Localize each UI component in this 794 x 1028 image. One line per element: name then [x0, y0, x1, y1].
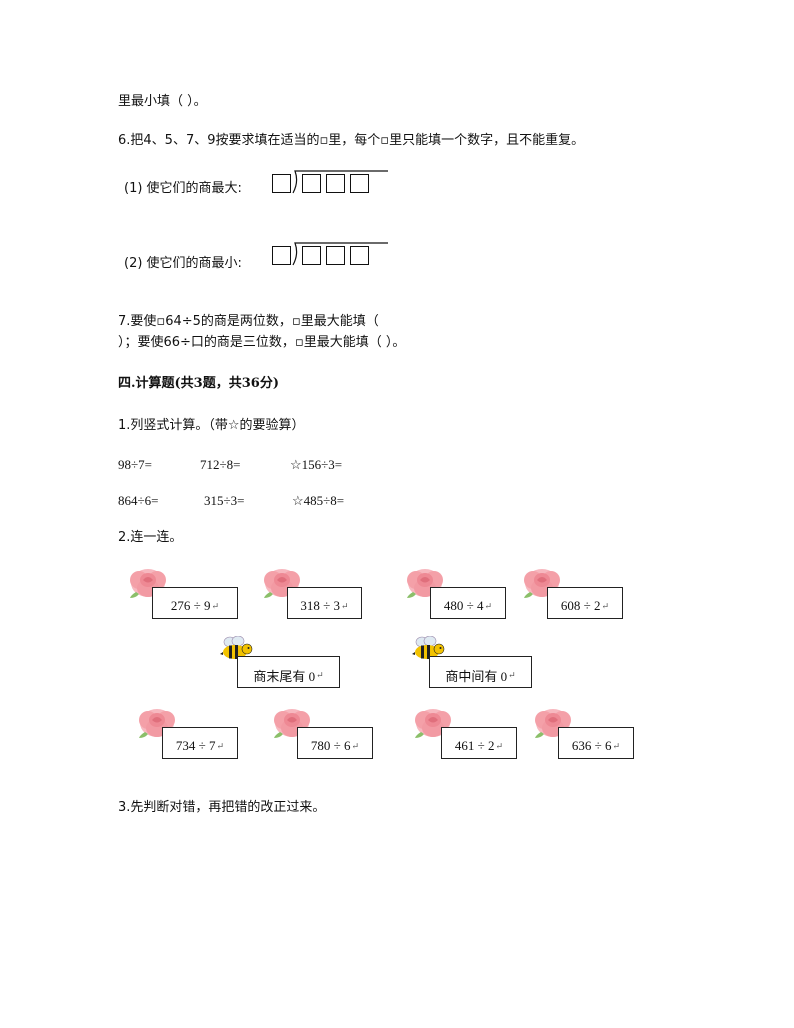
section-title: 四.计算题(共3题，共36分) [118, 376, 279, 391]
division-bracket [292, 170, 388, 194]
calc-item: ☆485÷8= [292, 493, 345, 508]
dividend-box-1[interactable] [302, 174, 321, 193]
divisor-box[interactable] [272, 174, 291, 193]
bottom-expression-3[interactable]: 461 ÷ 2↵ [441, 727, 517, 759]
q2-title: 2.连一连。 [118, 530, 183, 545]
middle-label-trailing-zero[interactable]: 商末尾有 0↵ [237, 656, 340, 688]
top-expression-1[interactable]: 276 ÷ 9↵ [152, 587, 238, 619]
calc-item: 712÷8= [200, 457, 241, 472]
calc-item: 315÷3= [204, 493, 245, 508]
calc-item: ☆156÷3= [290, 457, 343, 472]
continued-line: 里最小填（ ）。 [118, 94, 207, 109]
top-expression-3[interactable]: 480 ÷ 4↵ [430, 587, 506, 619]
dividend-box-3[interactable] [350, 246, 369, 265]
dividend-box-3[interactable] [350, 174, 369, 193]
q1-title: 1.列竖式计算。（带☆的要验算） [118, 418, 305, 433]
q3-title: 3.先判断对错，再把错的改正过来。 [118, 800, 326, 815]
q6-part2-label: (2) 使它们的商最小: [124, 256, 242, 271]
top-expression-4[interactable]: 608 ÷ 2↵ [547, 587, 623, 619]
calc-item: 98÷7= [118, 457, 152, 472]
top-expression-2[interactable]: 318 ÷ 3↵ [287, 587, 362, 619]
calc-item: 864÷6= [118, 493, 159, 508]
q7-line1: 7.要使▫64÷5的商是两位数，▫里最大能填（ [118, 314, 379, 329]
division-bracket [292, 242, 388, 266]
q7-line2: ）；要使66÷口的商是三位数，▫里最大能填（ ）。 [118, 335, 406, 350]
bottom-expression-1[interactable]: 734 ÷ 7↵ [162, 727, 238, 759]
q6-part1-label: (1) 使它们的商最大: [124, 181, 242, 196]
bottom-expression-4[interactable]: 636 ÷ 6↵ [558, 727, 634, 759]
dividend-box-2[interactable] [326, 174, 345, 193]
bottom-expression-2[interactable]: 780 ÷ 6↵ [297, 727, 373, 759]
q6-stem: 6.把4、5、7、9按要求填在适当的▫里，每个▫里只能填一个数字，且不能重复。 [118, 133, 585, 148]
divisor-box[interactable] [272, 246, 291, 265]
middle-label-middle-zero[interactable]: 商中间有 0↵ [429, 656, 532, 688]
dividend-box-2[interactable] [326, 246, 345, 265]
dividend-box-1[interactable] [302, 246, 321, 265]
